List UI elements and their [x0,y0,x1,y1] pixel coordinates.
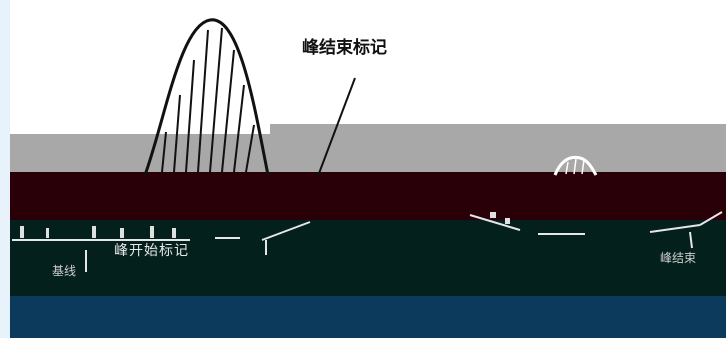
baseline-fragments [12,211,723,241]
peak-end-marker-label: 峰结束标记 [302,38,387,58]
peak-area-hatching [161,27,255,173]
gray-band-upper [270,124,726,136]
navy-band [0,296,726,338]
small-peak-curve [553,155,598,176]
maroon-band [0,172,726,220]
peak-start-marker-label: 峰开始标记 [114,243,189,259]
small-peak-hatching [565,158,585,175]
gray-band [0,134,726,174]
baseline-label: 基线 [52,264,77,278]
baseline-markers [85,231,693,272]
baseline-noise [20,212,510,238]
main-peak-curve [143,18,270,176]
left-edge-strip [0,0,10,338]
peak-end-pointer [317,77,356,177]
secondary-peak-end-label: 峰结束 [660,251,697,265]
